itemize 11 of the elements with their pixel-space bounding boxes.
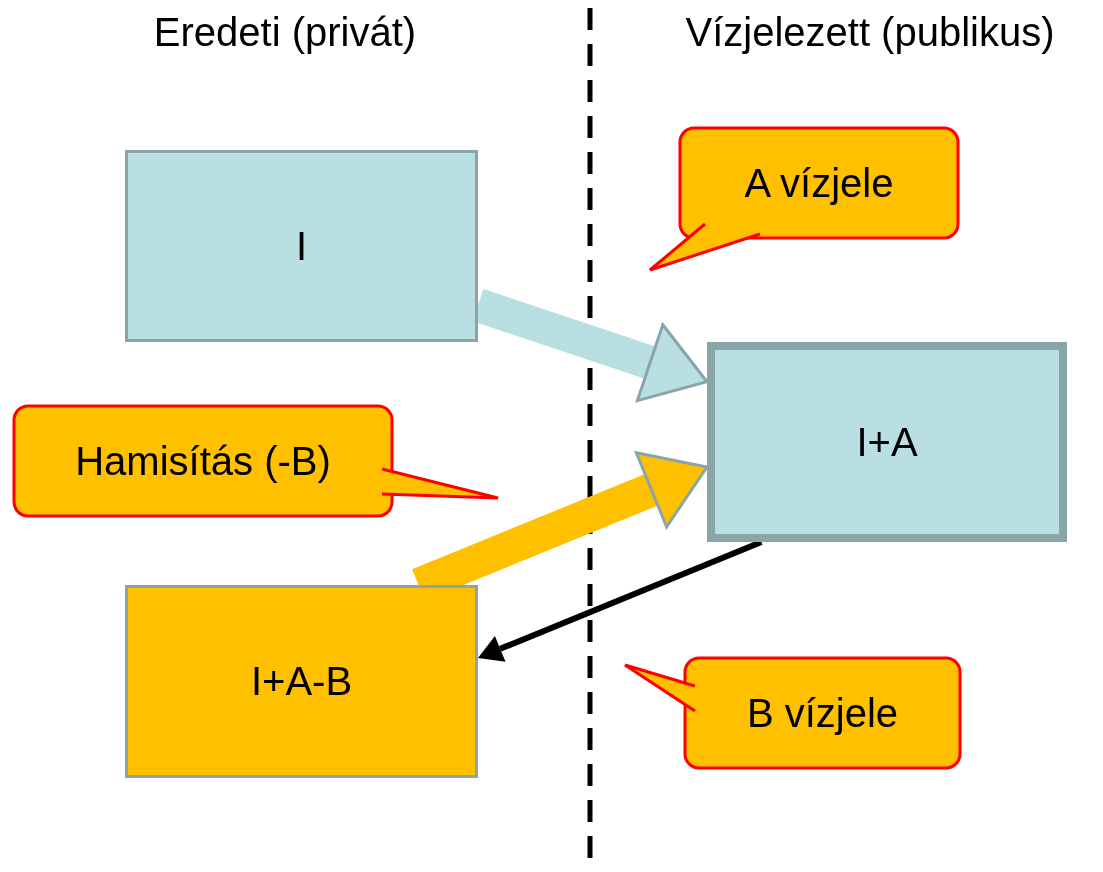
box-label: I xyxy=(295,223,308,269)
process-box xyxy=(125,585,478,778)
callout-text: A vízjele xyxy=(743,159,895,207)
callout-text: Hamisítás (-B) xyxy=(74,437,332,485)
callout-text: B vízjele xyxy=(745,689,900,737)
process-box xyxy=(707,342,1067,542)
column-heading: Eredeti (privát) xyxy=(153,10,417,55)
box-label: I+A-B xyxy=(250,659,353,704)
process-box xyxy=(125,150,478,342)
column-heading: Vízjelezett (publikus) xyxy=(685,10,1055,55)
box-label: I+A xyxy=(856,419,918,465)
